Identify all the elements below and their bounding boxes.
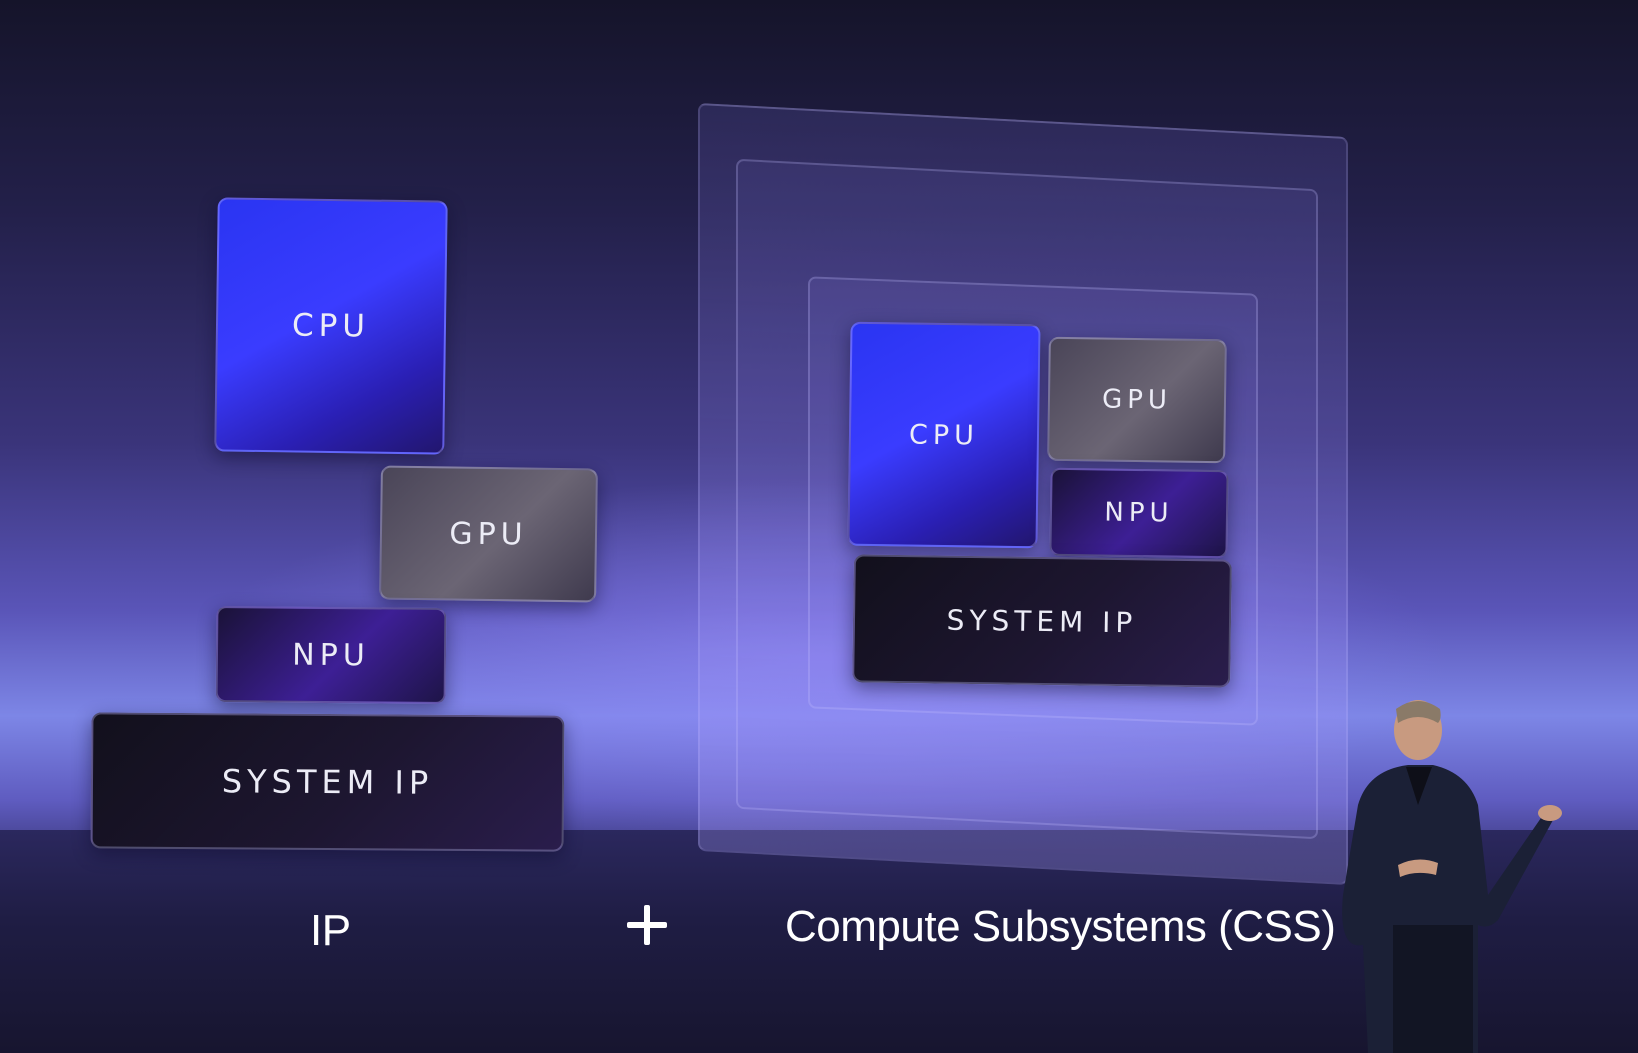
css-gpu-block: GPU xyxy=(1047,336,1227,464)
css-system-ip-label: SYSTEM IP xyxy=(946,603,1138,639)
ip-cpu-label: CPU xyxy=(291,307,371,345)
css-cpu-label: CPU xyxy=(908,419,980,451)
css-system-ip-block: SYSTEM IP xyxy=(852,554,1232,688)
caption-ip: IP xyxy=(310,906,351,955)
ip-npu-label: NPU xyxy=(292,637,370,673)
css-cpu-block: CPU xyxy=(847,321,1041,549)
caption-css: Compute Subsystems (CSS) xyxy=(785,902,1336,951)
ip-gpu-block: GPU xyxy=(379,465,598,603)
presenter-figure xyxy=(1342,700,1562,1053)
ip-system-ip-block: SYSTEM IP xyxy=(90,712,565,852)
css-npu-label: NPU xyxy=(1104,497,1174,529)
css-gpu-label: GPU xyxy=(1101,384,1173,416)
ip-npu-block: NPU xyxy=(215,605,447,705)
css-npu-block: NPU xyxy=(1049,467,1229,559)
ip-cpu-block: CPU xyxy=(214,197,448,455)
ip-gpu-label: GPU xyxy=(449,515,528,553)
plus-icon xyxy=(627,905,667,945)
ip-system-ip-label: SYSTEM IP xyxy=(221,762,434,802)
